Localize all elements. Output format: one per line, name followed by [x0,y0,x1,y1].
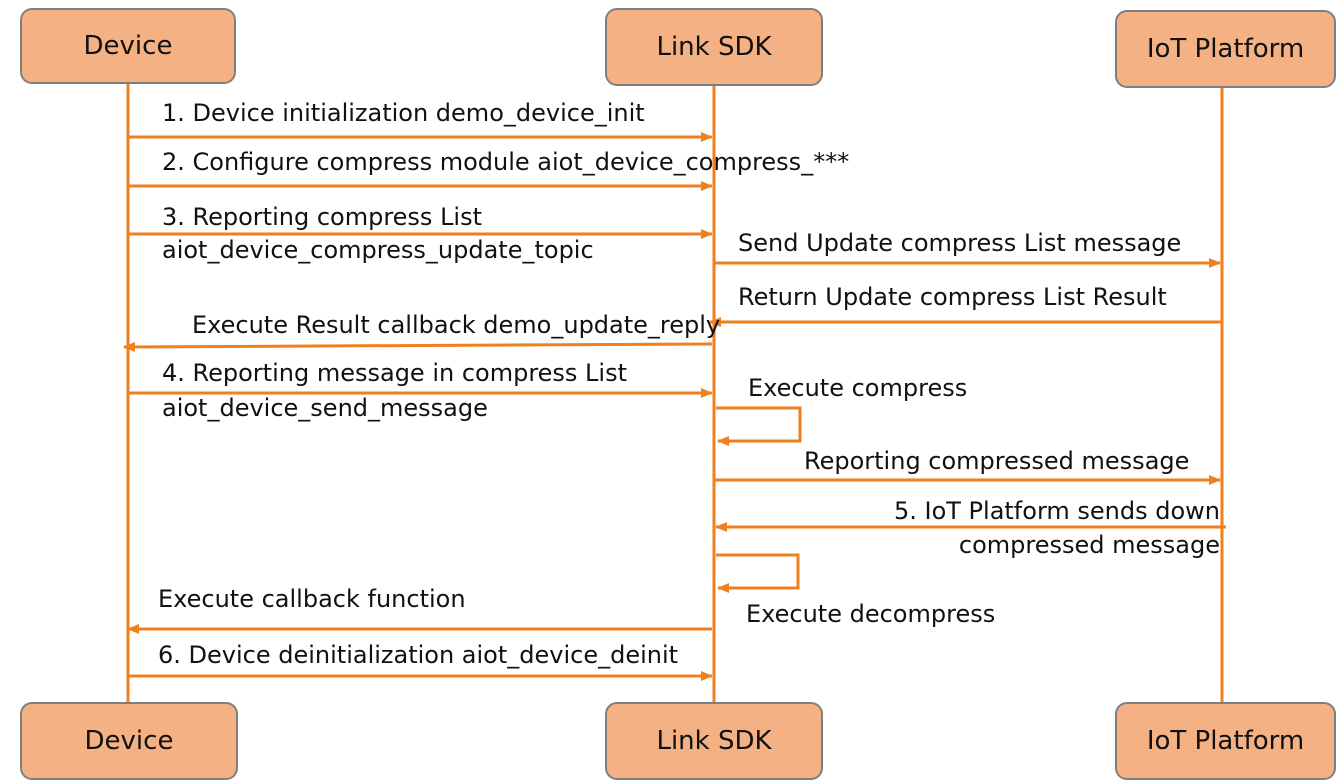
participant-sdk-bottom: Link SDK [605,702,823,780]
label-return-update-result: Return Update compress List Result [738,283,1167,311]
self-loop-execute-decompress [716,553,800,593]
participant-platform-bottom: IoT Platform [1115,702,1336,780]
label-report-message-1: 4. Reporting message in compress List [162,359,628,387]
label-device-init: 1. Device initialization demo_device_ini… [162,99,645,127]
label-configure-compress: 2. Configure compress module aiot_device… [162,148,850,176]
label-report-compressed: Reporting compressed message [804,447,1190,475]
participant-device-top: Device [20,8,236,84]
label-report-message-2: aiot_device_send_message [162,394,488,422]
label-device-deinit: 6. Device deinitialization aiot_device_d… [158,641,679,669]
participant-sdk-top: Link SDK [605,8,823,86]
label-report-compress-list-2: aiot_device_compress_update_topic [162,236,594,264]
label-execute-decompress: Execute decompress [746,600,996,628]
label-platform-send-down-2: compressed message [958,531,1220,559]
participant-platform-top: IoT Platform [1115,10,1336,88]
self-loop-execute-compress [716,406,802,446]
arrow-exec-result-callback [123,341,713,352]
participant-device-bottom: Device [20,702,238,780]
label-exec-callback-function: Execute callback function [158,585,466,613]
label-report-compress-list-1: 3. Reporting compress List [162,203,483,231]
label-send-update-list: Send Update compress List message [738,229,1182,257]
label-execute-compress: Execute compress [748,374,968,402]
label-platform-send-down-1: 5. IoT Platform sends down [893,497,1220,525]
label-exec-result-callback: Execute Result callback demo_update_repl… [192,311,721,339]
